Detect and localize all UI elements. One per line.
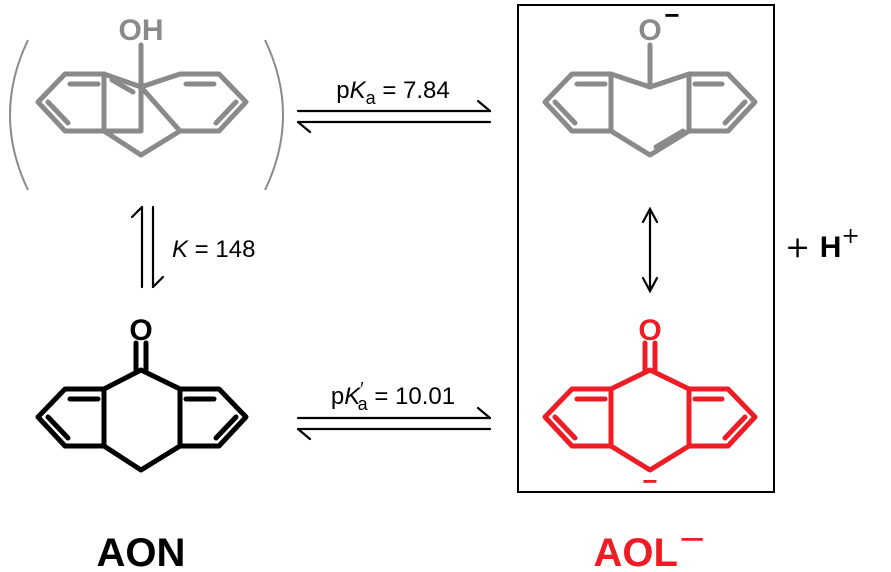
enolate-charge: − xyxy=(664,0,679,30)
right-parenthesis xyxy=(264,39,284,191)
left-k-label: K = 148 xyxy=(172,236,255,263)
aon-label: AON xyxy=(97,531,186,572)
anthrone-structure: O xyxy=(35,314,249,473)
carbanion-charge: − xyxy=(642,466,657,496)
enolate-bonds xyxy=(542,42,758,158)
proton-label: + H+ xyxy=(785,224,860,265)
resonance-box xyxy=(517,4,775,493)
resonance-arrow xyxy=(641,206,659,294)
anthranol-oh-label: OH xyxy=(119,14,164,47)
anthrone-o-label: O xyxy=(129,314,152,347)
left-parenthesis xyxy=(9,39,29,191)
bottom-pka-prime-label: pK′a = 10.01 xyxy=(331,379,455,414)
aol-label: AOL− xyxy=(594,519,707,572)
carbanion-structure: O − xyxy=(542,314,758,496)
anthrone-bonds xyxy=(35,340,249,473)
carbanion-bonds xyxy=(542,340,758,473)
anthranol-bonds xyxy=(35,42,249,158)
left-equilibrium-arrow xyxy=(130,205,165,289)
bottom-equilibrium-arrow xyxy=(296,406,492,441)
top-pka-label: pKa = 7.84 xyxy=(336,77,449,108)
carbanion-o-label: O xyxy=(638,314,661,347)
enolate-structure: O − xyxy=(542,0,758,158)
top-equilibrium-arrow xyxy=(296,99,492,134)
enolate-o-label: O xyxy=(638,14,661,47)
anthranol-structure: OH xyxy=(9,14,284,191)
